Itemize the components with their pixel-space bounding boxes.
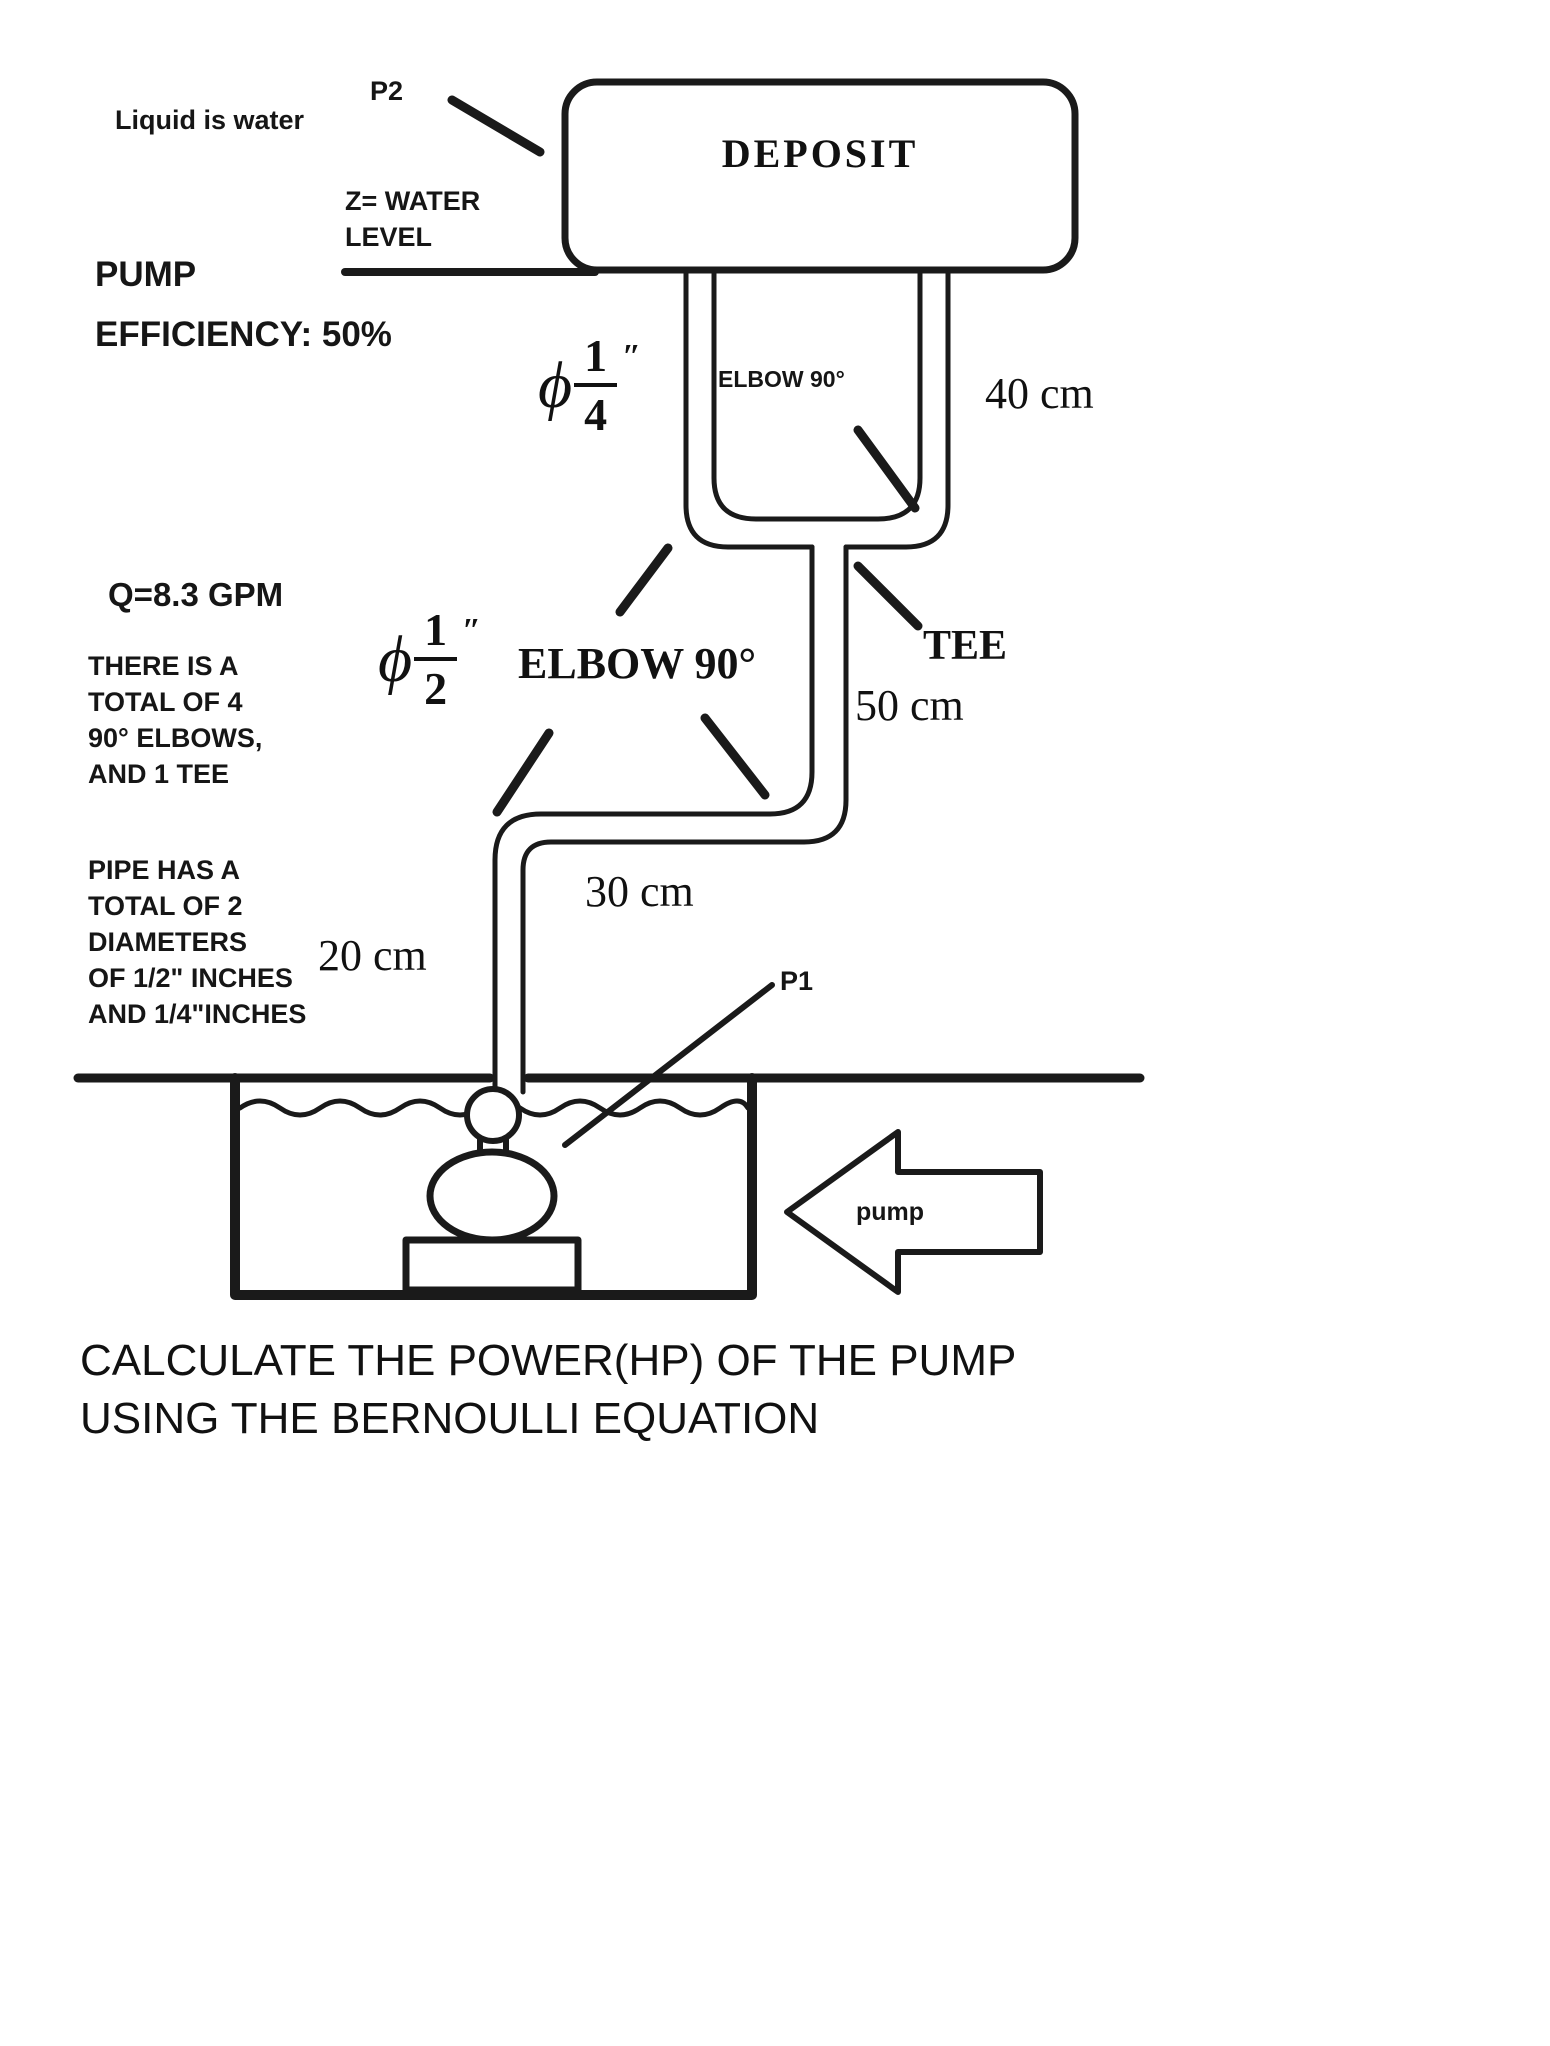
flow-rate-label: Q=8.3 GPM: [108, 576, 284, 613]
z-water-level-line2: LEVEL: [345, 222, 433, 252]
elbow-mid-label: ELBOW 90°: [518, 639, 757, 688]
elbows-note-line1: THERE IS A: [88, 651, 239, 681]
pump-arrow: [784, 1129, 1043, 1295]
pump-body-ellipse: [426, 1148, 558, 1244]
pipe-note-line4: OF 1/2" INCHES: [88, 963, 293, 993]
dim-50cm-label: 50 cm: [855, 681, 964, 730]
phi-symbol: ϕ: [378, 623, 413, 697]
pipe-note-line2: TOTAL OF 2: [88, 891, 243, 921]
deposit-label: DEPOSIT: [721, 131, 919, 176]
mid-elbow-pointer-line: [700, 713, 770, 800]
elbows-note-line3: 90° ELBOWS,: [88, 723, 263, 753]
pipe-outer-left: [683, 267, 815, 550]
elbow-inside-label: ELBOW 90°: [718, 366, 845, 392]
p1-pointer-line: [562, 982, 775, 1148]
inch-mark: ″: [622, 338, 641, 375]
pipe-note-line3: DIAMETERS: [88, 927, 248, 957]
fraction-denominator: 2: [424, 663, 448, 715]
pipe-note-line5: AND 1/4"INCHES: [88, 999, 307, 1029]
inch-mark: ″: [462, 612, 481, 649]
pipe-note-line1: PIPE HAS A: [88, 855, 241, 885]
dim-40cm-label: 40 cm: [985, 369, 1094, 418]
elbows-note-line4: AND 1 TEE: [88, 759, 230, 789]
pipe-diameters-note: PIPE HAS A TOTAL OF 2 DIAMETERS OF 1/2" …: [88, 852, 306, 1032]
upper-elbow-pointer-line: [853, 425, 920, 513]
pump-efficiency-line1: PUMP: [95, 255, 197, 294]
p2-label: P2: [370, 76, 404, 106]
pipe-diameter-half-label: ϕ 1 2 ″: [378, 605, 481, 715]
quarter-fraction: 1 4: [574, 331, 618, 441]
z-water-level-line1: Z= WATER: [345, 186, 481, 216]
tee-pointer-line: [853, 561, 923, 631]
pipe-outer-right: [843, 267, 951, 550]
pit-walls: [230, 1073, 757, 1300]
dim-30cm-label: 30 cm: [585, 867, 694, 916]
z-water-level-label: Z= WATER LEVEL: [345, 183, 480, 255]
quarter-pipe-pointer-line: [615, 543, 673, 617]
pump-efficiency-line2: EFFICIENCY: 50%: [95, 315, 392, 354]
pipe-left-wall-run: [492, 544, 815, 1095]
question-line2: USING THE BERNOULLI EQUATION: [80, 1394, 820, 1443]
fraction-numerator: 1: [414, 605, 458, 662]
half-fraction: 1 2: [414, 605, 458, 715]
fraction-denominator: 4: [584, 389, 608, 441]
pump-inlet-circle: [464, 1086, 522, 1144]
deposit-tank: [561, 78, 1079, 274]
tee-label: TEE: [923, 623, 1008, 669]
liquid-label: Liquid is water: [115, 105, 305, 135]
dim-20cm-label: 20 cm: [318, 931, 427, 980]
pipe-diameter-quarter-label: ϕ 1 4 ″: [538, 331, 641, 441]
p1-label: P1: [780, 966, 814, 996]
pipe-inner-loop: [711, 267, 923, 522]
question-text: CALCULATE THE POWER(HP) OF THE PUMP USIN…: [80, 1332, 1016, 1448]
half-pipe-pointer-line: [492, 728, 554, 817]
fraction-numerator: 1: [574, 331, 618, 388]
pump-arrow-label: pump: [856, 1198, 925, 1226]
question-line1: CALCULATE THE POWER(HP) OF THE PUMP: [80, 1336, 1017, 1385]
pipe-right-wall-run: [520, 544, 849, 1095]
elbows-note: THERE IS A TOTAL OF 4 90° ELBOWS, AND 1 …: [88, 648, 262, 792]
elbows-note-line2: TOTAL OF 4: [88, 687, 243, 717]
p2-pointer-line: [447, 95, 545, 157]
phi-symbol: ϕ: [538, 349, 573, 423]
pump-base: [402, 1236, 582, 1294]
